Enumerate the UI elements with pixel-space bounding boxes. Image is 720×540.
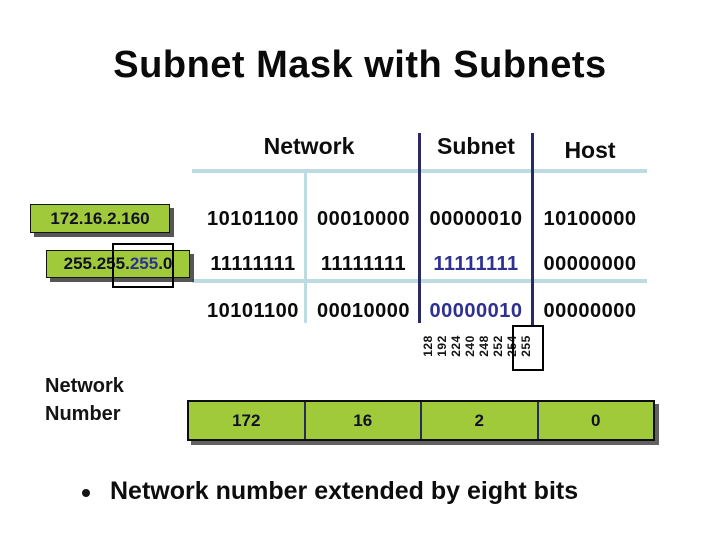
mask-value-224: 224	[449, 335, 463, 357]
network-number-octet3: 2	[422, 402, 539, 439]
mask-bits-octet1: 11111111	[210, 253, 296, 275]
column-header-subnet: Subnet	[437, 133, 515, 159]
network-number-label-line2: Number	[45, 403, 121, 425]
address-bits-octet2: 00010000	[317, 208, 410, 230]
mask-value-252: 252	[491, 335, 505, 357]
network-number-label: Network Number	[45, 372, 124, 428]
network-subnet-divider-line	[418, 133, 421, 323]
address-bits-octet3: 00000010	[429, 208, 523, 230]
network-number-label-line1: Network	[45, 375, 124, 397]
mask-label-part3: .0	[158, 254, 173, 273]
mask-bits-octet4: 00000000	[543, 253, 637, 275]
network-number-octet2: 16	[306, 402, 422, 439]
column-header-host: Host	[564, 137, 616, 163]
bullet-icon	[82, 488, 90, 497]
result-bits-octet2: 00010000	[317, 300, 410, 322]
mask-label-highlighted-octet: 255	[129, 254, 159, 273]
network-number-octet4: 0	[591, 410, 601, 430]
subnet-mask-label: 255.255.255.0	[46, 250, 190, 278]
mask-bits-octet2: 11111111	[320, 253, 407, 275]
mask-bits-octet3: 11111111	[433, 253, 519, 275]
address-bits-octet1: 10101100	[207, 208, 299, 230]
ip-address-label: 172.16.2.160	[30, 204, 170, 233]
result-bits-octet3: 00000010	[429, 300, 523, 322]
bullet-point: Network number extended by eight bits	[82, 477, 578, 506]
address-bits-octet4: 10100000	[543, 208, 637, 230]
mask-value-192: 192	[435, 335, 449, 357]
bullet-text: Network number extended by eight bits	[110, 477, 579, 505]
network-number-bar: 172 16 2 0	[187, 400, 655, 441]
result-bits-octet1: 10101100	[207, 300, 299, 322]
mask-value-255-highlight-rect	[512, 325, 544, 371]
octet-divider-line	[304, 172, 307, 323]
network-number-octet1: 172	[189, 402, 306, 439]
mask-value-248: 248	[477, 335, 491, 357]
column-header-network: Network	[263, 133, 355, 159]
mask-octet-highlight-rect	[112, 243, 174, 288]
mask-value-128: 128	[421, 335, 435, 357]
subnet-host-divider-line	[531, 133, 534, 325]
result-bits-octet4: 00000000	[543, 300, 637, 322]
page-title: Subnet Mask with Subnets	[113, 44, 607, 86]
mask-value-240: 240	[463, 335, 477, 357]
